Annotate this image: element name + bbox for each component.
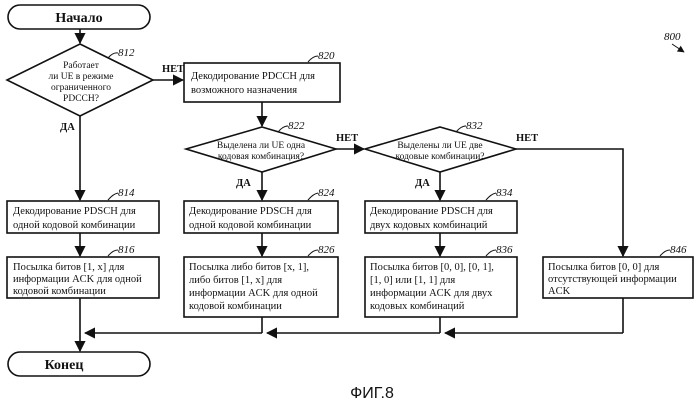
process-826-line-2: либо битов [1, x] для — [189, 275, 282, 286]
process-box-846: Посылка битов [0, 0] для отсутствующей и… — [543, 257, 693, 298]
ref-846: 846 — [670, 244, 687, 256]
ref-836: 836 — [496, 244, 513, 256]
ref-leader-820 — [308, 56, 318, 62]
decision-812-line-4: PDCCH? — [63, 94, 99, 104]
process-box-816: Посылка битов [1, x] для информации ACK … — [7, 257, 159, 298]
ref-leader-822 — [278, 126, 288, 132]
ref-816: 816 — [118, 244, 135, 256]
decision-822: Выделена ли UE одна кодовая комбинация? — [186, 127, 336, 172]
process-836-line-3: информации ACK для двух — [370, 288, 493, 299]
decision-832-line-2: кодовые комбинации? — [395, 151, 484, 162]
ref-leader-826 — [308, 250, 318, 256]
process-box-820: Декодирование PDCCH для возможного назна… — [184, 63, 340, 102]
ref-822: 822 — [288, 120, 305, 132]
process-846-line-3: ACK — [548, 286, 571, 297]
process-836-line-4: кодовых комбинаций — [370, 301, 465, 312]
process-box-814: Декодирование PDSCH для одной кодовой ко… — [7, 201, 159, 233]
figure-ref-800: 800 — [664, 31, 681, 43]
process-816-line-3: кодовой комбинации — [13, 286, 106, 297]
start-label: Начало — [55, 11, 102, 26]
process-834-line-2: двух кодовых комбинаций — [370, 220, 488, 231]
ref-leader-836 — [486, 250, 496, 256]
ref-leader-832 — [456, 126, 466, 132]
edge-822-no-label: НЕТ — [336, 133, 358, 144]
ref-826: 826 — [318, 244, 335, 256]
edge-832-yes-label: ДА — [415, 178, 430, 189]
ref-leader-814 — [108, 193, 118, 200]
ref-824: 824 — [318, 187, 335, 199]
process-846-line-1: Посылка битов [0, 0] для — [548, 262, 659, 273]
edge-832-no-label: НЕТ — [516, 133, 538, 144]
process-824-line-2: одной кодовой комбинации — [189, 220, 312, 231]
decision-822-line-1: Выделена ли UE одна — [217, 141, 306, 151]
process-box-826: Посылка либо битов [x, 1], либо битов [1… — [184, 257, 338, 317]
ref-leader-834 — [486, 193, 496, 200]
decision-822-line-2: кодовая комбинация? — [218, 151, 304, 162]
process-836-line-2: [1, 0] или [1, 1] для — [370, 275, 455, 286]
process-box-836: Посылка битов [0, 0], [0, 1], [1, 0] или… — [365, 257, 517, 317]
ref-leader-812 — [108, 53, 118, 58]
decision-812-line-1: Работает — [63, 60, 100, 71]
ref-812: 812 — [118, 47, 135, 59]
decision-832: Выделены ли UE две кодовые комбинации? — [365, 127, 516, 172]
process-834-line-1: Декодирование PDSCH для — [370, 206, 493, 217]
flow-lines — [80, 29, 623, 351]
end-terminal: Конец — [8, 352, 150, 376]
edge-822-yes-label: ДА — [236, 178, 251, 189]
edge-812-no-label: НЕТ — [162, 64, 184, 75]
ref-834: 834 — [496, 187, 513, 199]
figure-ref-800-arrow — [672, 44, 684, 52]
process-box-824: Декодирование PDSCH для одной кодовой ко… — [184, 201, 338, 233]
decision-832-line-1: Выделены ли UE две — [397, 141, 482, 151]
start-terminal: Начало — [8, 5, 150, 29]
edge-812-yes-label: ДА — [60, 122, 75, 133]
process-814-line-1: Декодирование PDSCH для — [13, 206, 136, 217]
process-820-line-2: возможного назначения — [191, 85, 297, 96]
ref-820: 820 — [318, 50, 335, 62]
process-814-line-2: одной кодовой комбинации — [13, 220, 136, 231]
figure-caption: ФИГ.8 — [350, 385, 394, 402]
ref-832: 832 — [466, 120, 483, 132]
process-816-line-2: информации ACK для одной — [13, 274, 142, 285]
decision-812-line-3: ограниченного — [51, 83, 111, 93]
process-826-line-1: Посылка либо битов [x, 1], — [189, 262, 309, 273]
ref-leader-816 — [108, 250, 118, 256]
process-826-line-4: кодовой комбинации — [189, 301, 282, 312]
process-824-line-1: Декодирование PDSCH для — [189, 206, 312, 217]
ref-leader-846 — [660, 250, 670, 256]
edge-832-846 — [516, 149, 623, 256]
ref-leader-824 — [308, 193, 318, 200]
ref-814: 814 — [118, 187, 135, 199]
decision-812-line-2: ли UE в режиме — [49, 72, 114, 82]
process-816-line-1: Посылка битов [1, x] для — [13, 262, 124, 273]
process-836-line-1: Посылка битов [0, 0], [0, 1], — [370, 262, 494, 273]
process-box-834: Декодирование PDSCH для двух кодовых ком… — [365, 201, 517, 233]
process-826-line-3: информации ACK для одной — [189, 288, 318, 299]
end-label: Конец — [45, 358, 84, 373]
process-846-line-2: отсутствующей информации — [548, 274, 677, 285]
process-820-line-1: Декодирование PDCCH для — [191, 71, 315, 82]
